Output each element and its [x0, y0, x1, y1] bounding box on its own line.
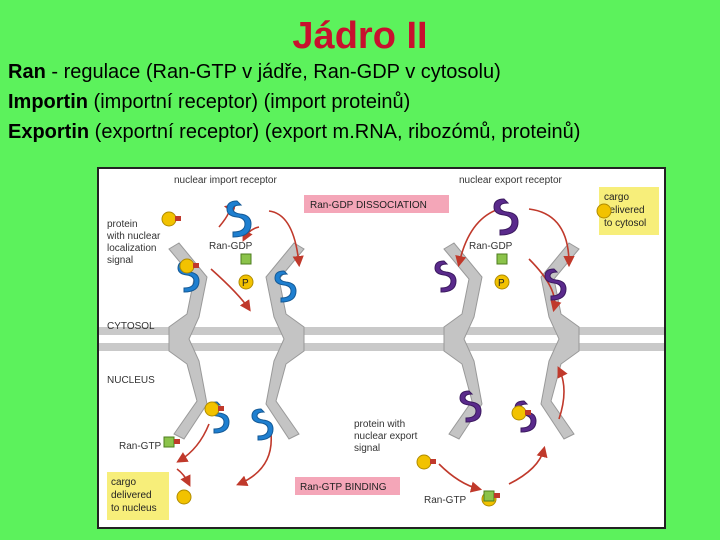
bullet-ran: Ran - regulace (Ran-GTP v jádře, Ran-GDP… — [8, 60, 501, 84]
cargo-nucleus-box: cargo delivered to nucleus — [107, 472, 169, 520]
phosphate-right-label: P — [498, 278, 505, 289]
ran-gtp-binding-box: Ran-GTP BINDING — [295, 477, 400, 495]
bullet-ran-text: - regulace (Ran-GTP v jádře, Ran-GDP v c… — [45, 61, 501, 83]
cargo-nucleus-line-2: delivered — [111, 490, 152, 501]
cargo-cytosol-line-2: delivered — [604, 205, 645, 216]
nuclear-pore-left — [168, 242, 305, 440]
nuclear-envelope — [99, 327, 664, 351]
bullet-exportin: Exportin (exportní receptor) (export m.R… — [8, 120, 580, 144]
label-cytosol: CYTOSOL — [107, 321, 155, 332]
exportin-receptors — [434, 198, 567, 433]
term-importin: Importin — [8, 91, 88, 113]
cargo-nucleus-line-3: to nucleus — [111, 503, 157, 514]
label-ran-gtp-binding: Ran-GTP BINDING — [300, 482, 387, 493]
ran-molecules: P P — [163, 253, 510, 502]
protein-nls-line-1: protein — [107, 219, 138, 230]
label-nuclear-import-receptor: nuclear import receptor — [174, 175, 277, 186]
bullet-importin-text: (importní receptor) (import proteinů) — [88, 91, 411, 113]
cargo-nucleus-line-1: cargo — [111, 477, 136, 488]
label-ran-gdp-dissociation: Ran-GDP DISSOCIATION — [310, 200, 427, 211]
bullet-exportin-text: (exportní receptor) (export m.RNA, riboz… — [89, 121, 581, 143]
protein-nls-line-3: localization — [107, 243, 156, 254]
cargo-cytosol-line-3: to cytosol — [604, 218, 646, 229]
protein-nls-line-2: with nuclear — [106, 231, 161, 242]
term-exportin: Exportin — [8, 121, 90, 143]
term-ran: Ran — [8, 61, 46, 83]
label-ran-gdp-right: Ran-GDP — [469, 241, 513, 252]
cargo-cytosol-line-1: cargo — [604, 192, 629, 203]
label-nucleus: NUCLEUS — [107, 375, 155, 386]
protein-nes-line-2: nuclear export — [354, 431, 418, 442]
label-nuclear-export-receptor: nuclear export receptor — [459, 175, 563, 186]
protein-nls-line-4: signal — [107, 255, 133, 266]
slide-title: Jádro II — [292, 15, 428, 57]
label-ran-gdp-left: Ran-GDP — [209, 241, 253, 252]
transport-diagram: nuclear import receptor nuclear export r… — [99, 175, 664, 520]
ran-gdp-dissociation-box: Ran-GDP DISSOCIATION — [304, 195, 449, 213]
cycle-arrows — [176, 203, 575, 493]
protein-nes-line-1: protein with — [354, 419, 405, 430]
bullet-importin: Importin (importní receptor) (import pro… — [8, 90, 410, 114]
protein-nes-line-3: signal — [354, 443, 380, 454]
cargo-proteins — [161, 203, 612, 507]
nuclear-transport-figure: nuclear import receptor nuclear export r… — [97, 167, 666, 529]
phosphate-left-label: P — [242, 278, 249, 289]
nuclear-pore-right — [443, 242, 580, 440]
label-ran-gtp-right: Ran-GTP — [424, 495, 467, 506]
label-ran-gtp-left: Ran-GTP — [119, 441, 162, 452]
